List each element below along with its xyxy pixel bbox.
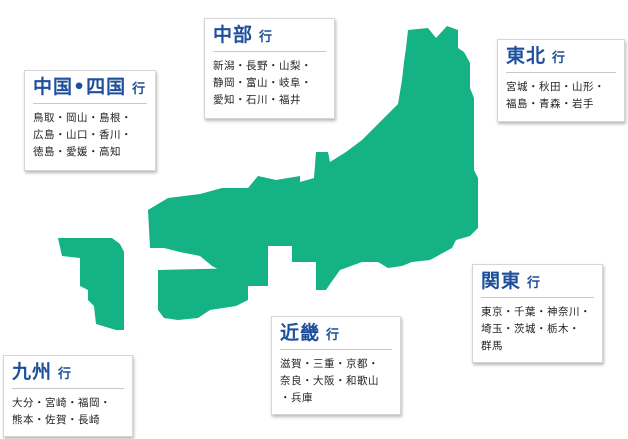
card-header: 九州 行 bbox=[12, 362, 124, 389]
prefecture-list-kyushu: 大分・宮崎・福岡・ 熊本・佐賀・長崎 bbox=[12, 396, 111, 426]
prefecture-list-kinki: 滋賀・三重・京都・ 奈良・大阪・和歌山 ・兵庫 bbox=[280, 357, 379, 404]
prefecture-list-chubu: 新潟・長野・山梨・ 静岡・富山・岐阜・ 愛知・石川・福井 bbox=[213, 59, 312, 106]
card-header: 関東 行 bbox=[481, 271, 594, 298]
prefecture-list-tohoku: 宮城・秋田・山形・ 福島・青森・岩手 bbox=[506, 80, 605, 110]
region-suffix: 行 bbox=[326, 328, 340, 343]
region-suffix: 行 bbox=[259, 30, 273, 45]
honshu-landmass bbox=[148, 26, 478, 290]
region-name-tohoku: 東北 bbox=[506, 45, 547, 67]
kyushu-landmass bbox=[58, 238, 124, 330]
region-card-tohoku[interactable]: 東北 行 宮城・秋田・山形・ 福島・青森・岩手 bbox=[497, 39, 625, 122]
region-suffix: 行 bbox=[552, 51, 566, 66]
card-header: 中部 行 bbox=[213, 25, 326, 52]
region-card-kyushu[interactable]: 九州 行 大分・宮崎・福岡・ 熊本・佐賀・長崎 bbox=[3, 355, 133, 437]
card-header: 近畿 行 bbox=[280, 323, 392, 350]
prefecture-list-kanto: 東京・千葉・神奈川・ 埼玉・茨城・栃木・ 群馬 bbox=[481, 305, 591, 352]
shikoku-landmass bbox=[158, 268, 248, 320]
region-card-kanto[interactable]: 関東 行 東京・千葉・神奈川・ 埼玉・茨城・栃木・ 群馬 bbox=[472, 264, 603, 363]
region-name-kyushu: 九州 bbox=[12, 361, 53, 383]
region-card-kinki[interactable]: 近畿 行 滋賀・三重・京都・ 奈良・大阪・和歌山 ・兵庫 bbox=[271, 316, 401, 415]
region-name-chugoku-shikoku: 中国•四国 bbox=[33, 76, 127, 98]
region-card-chugoku-shikoku[interactable]: 中国•四国 行 鳥取・岡山・島根・ 広島・山口・香川・ 徳島・愛媛・高知 bbox=[24, 70, 156, 171]
card-header: 中国•四国 行 bbox=[33, 77, 147, 104]
region-suffix: 行 bbox=[58, 367, 72, 382]
card-header: 東北 行 bbox=[506, 46, 616, 73]
region-card-chubu[interactable]: 中部 行 新潟・長野・山梨・ 静岡・富山・岐阜・ 愛知・石川・福井 bbox=[204, 18, 335, 119]
region-suffix: 行 bbox=[132, 82, 146, 97]
prefecture-list-chugoku-shikoku: 鳥取・岡山・島根・ 広島・山口・香川・ 徳島・愛媛・高知 bbox=[33, 111, 132, 158]
region-name-chubu: 中部 bbox=[213, 24, 254, 46]
region-name-kinki: 近畿 bbox=[280, 322, 321, 344]
region-suffix: 行 bbox=[527, 276, 541, 291]
region-name-kanto: 関東 bbox=[481, 270, 522, 292]
